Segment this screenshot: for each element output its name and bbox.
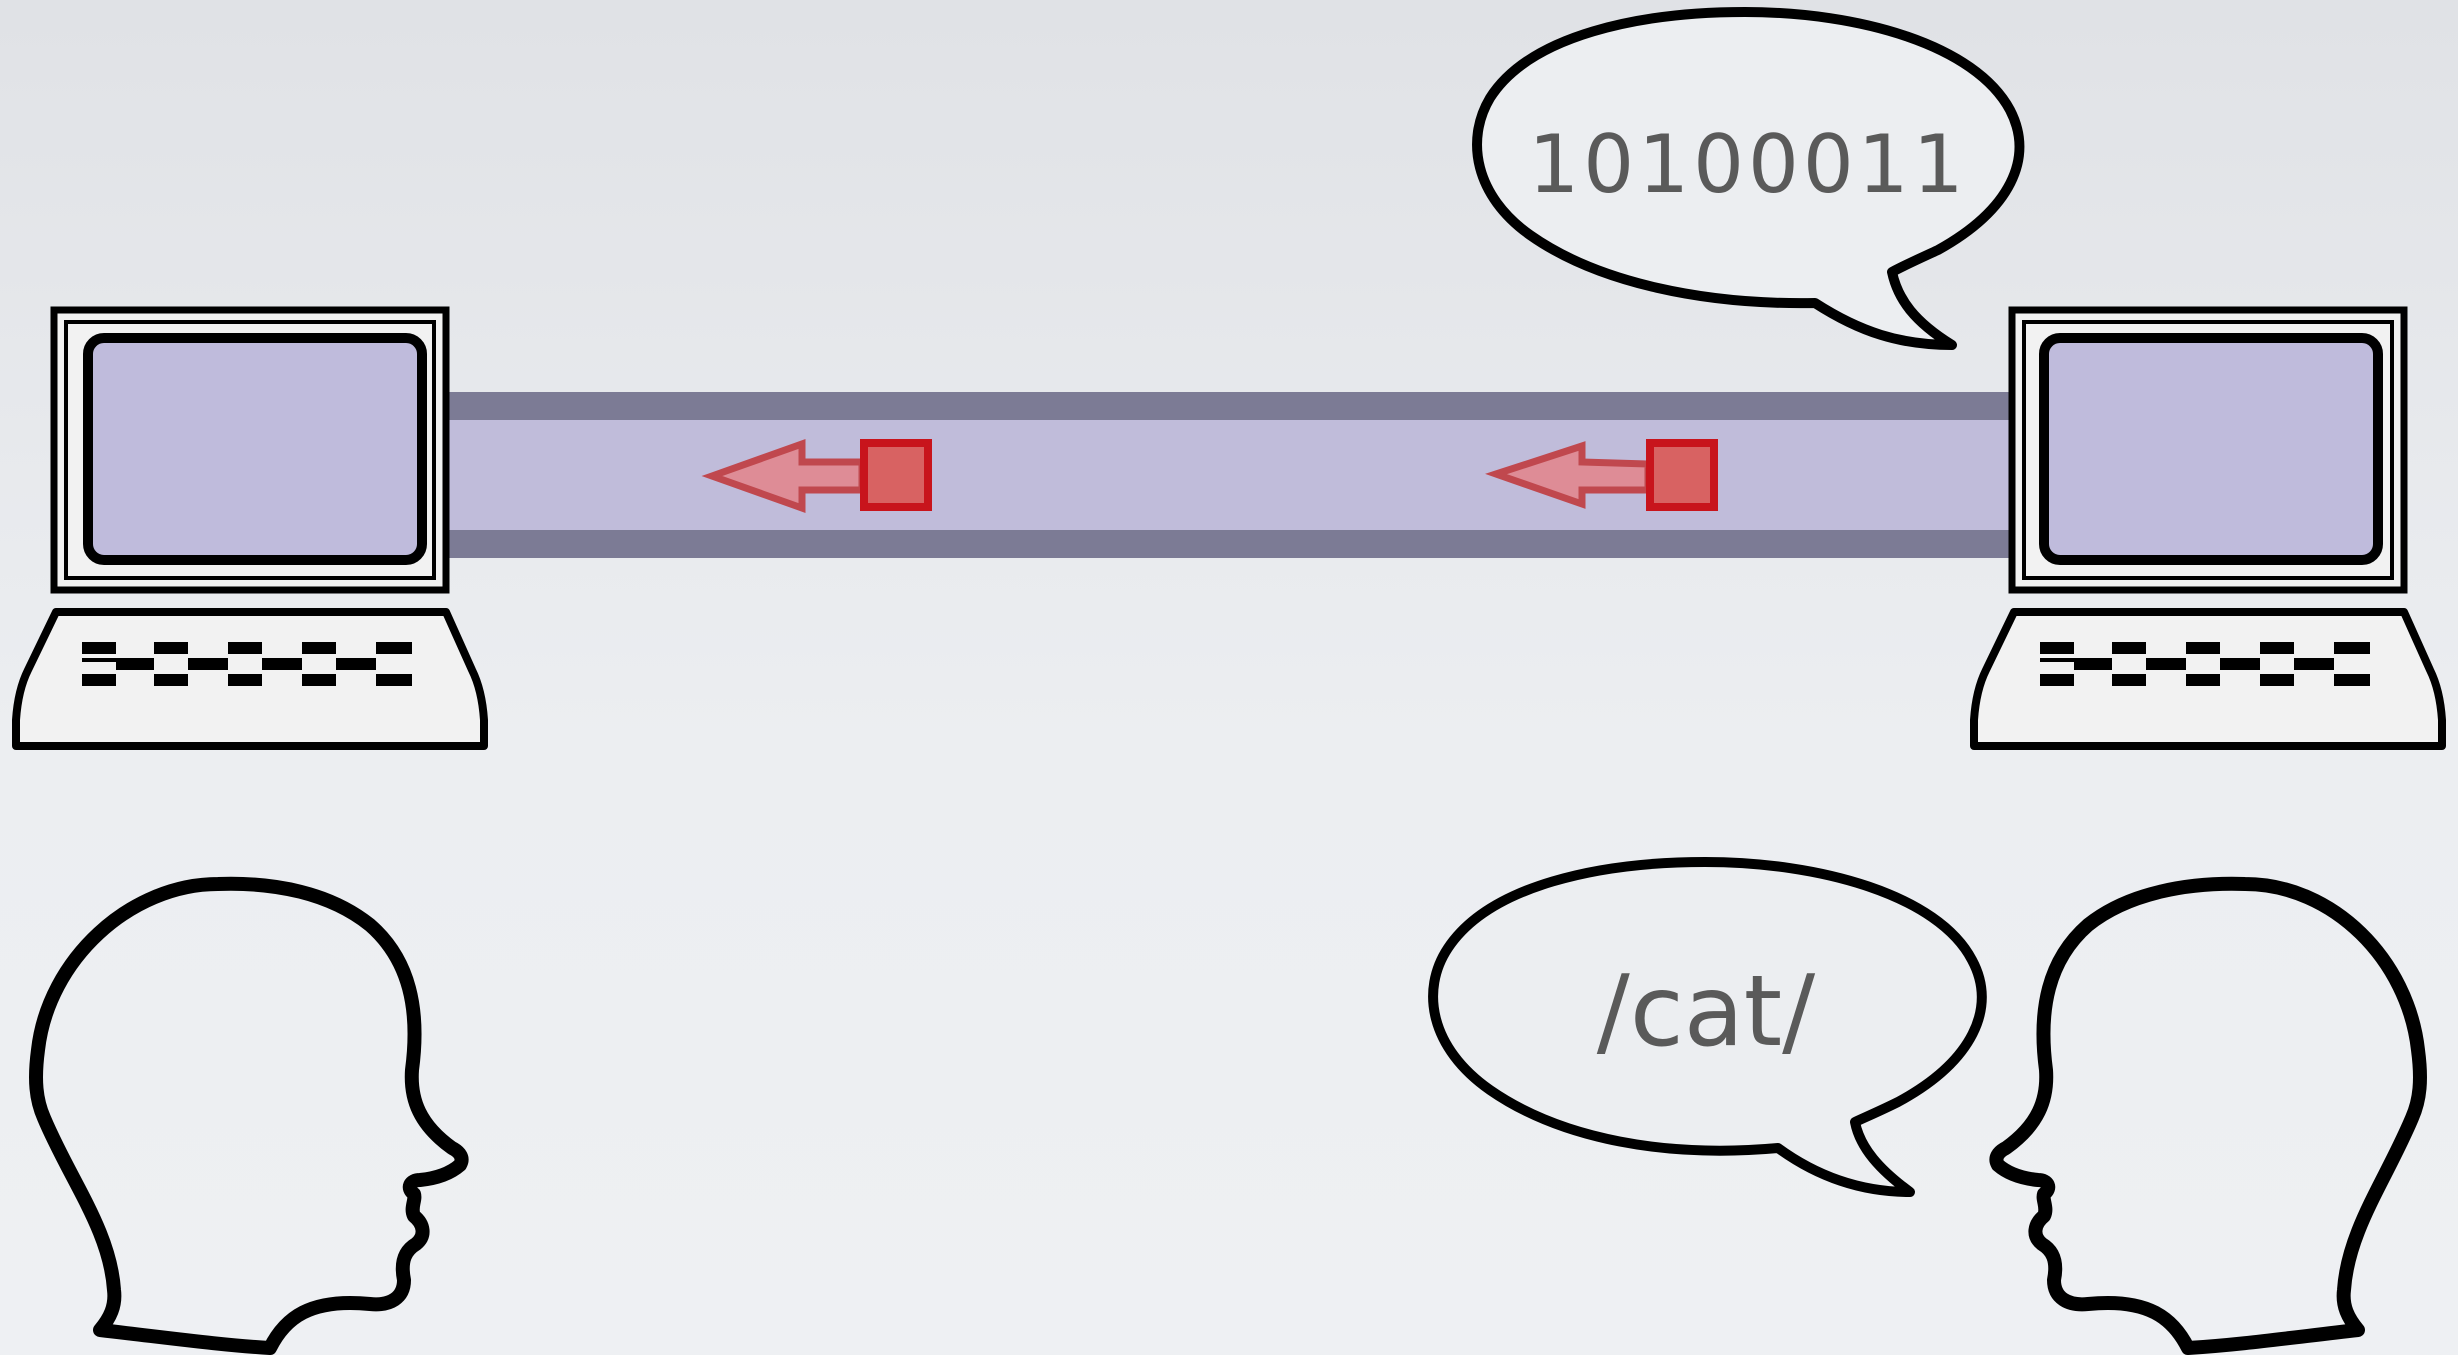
computer-speech-bubble: 10100011: [1472, 7, 2025, 350]
binary-text: 10100011: [1528, 118, 1967, 211]
head-right-icon: [1989, 876, 2427, 1355]
packet-square: [1646, 439, 1718, 511]
phoneme-text: /cat/: [1597, 955, 1816, 1069]
network-channel: [440, 392, 2020, 558]
head-left-icon: [29, 876, 469, 1355]
data-packet-1: [701, 439, 932, 513]
packet-square: [860, 439, 932, 511]
computer-left-icon: [12, 306, 488, 750]
computer-right-icon: [1970, 306, 2446, 750]
person-speech-bubble: /cat/: [1428, 857, 1987, 1197]
data-packet-2: [1485, 439, 1718, 511]
